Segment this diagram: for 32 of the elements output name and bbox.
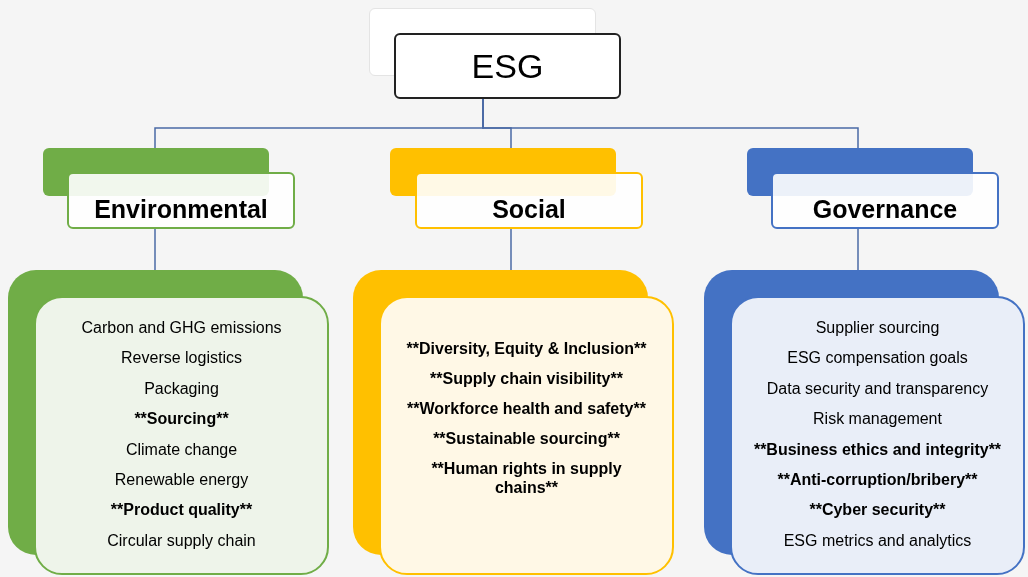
list-item: **Business ethics and integrity** bbox=[753, 439, 1002, 459]
category-box bbox=[771, 172, 999, 229]
title-text: ESG bbox=[471, 45, 544, 87]
list-item: ESG metrics and analytics bbox=[783, 530, 972, 550]
list-item: Supplier sourcing bbox=[815, 318, 940, 337]
list-item: Data security and transparency bbox=[766, 378, 989, 398]
list-item: **Sourcing** bbox=[134, 409, 229, 429]
list-item: **Workforce health and safety** bbox=[407, 399, 646, 418]
category-heading: Environmental bbox=[94, 196, 268, 223]
list-item: ESG compensation goals bbox=[787, 348, 968, 368]
category-heading: Social bbox=[492, 196, 566, 223]
list-item: Reverse logistics bbox=[121, 348, 242, 368]
list-item: **Supply chain visibility** bbox=[430, 369, 623, 388]
list-item: **Diversity, Equity & Inclusion** bbox=[406, 339, 647, 358]
connector-line bbox=[482, 98, 859, 149]
list-item: **Anti-corruption/bribery** bbox=[777, 469, 978, 489]
list-item: Carbon and GHG emissions bbox=[81, 318, 282, 337]
list-item: Packaging bbox=[144, 378, 219, 398]
list-item: **Cyber security** bbox=[809, 500, 946, 520]
category-box bbox=[415, 172, 643, 229]
connector-line bbox=[510, 228, 512, 271]
list-item: Risk management bbox=[813, 409, 942, 429]
list-item: **Product quality** bbox=[110, 500, 253, 520]
list-item: Renewable energy bbox=[114, 469, 249, 489]
list-item: **Human rights in supply chains** bbox=[430, 459, 623, 497]
category-box bbox=[67, 172, 295, 229]
list-item: Climate change bbox=[125, 439, 238, 459]
connector-line bbox=[154, 228, 156, 271]
category-heading: Governance bbox=[812, 196, 958, 223]
list-item: Circular supply chain bbox=[107, 530, 256, 550]
list-item: **Sustainable sourcing** bbox=[433, 429, 620, 448]
connector-line bbox=[857, 228, 859, 271]
